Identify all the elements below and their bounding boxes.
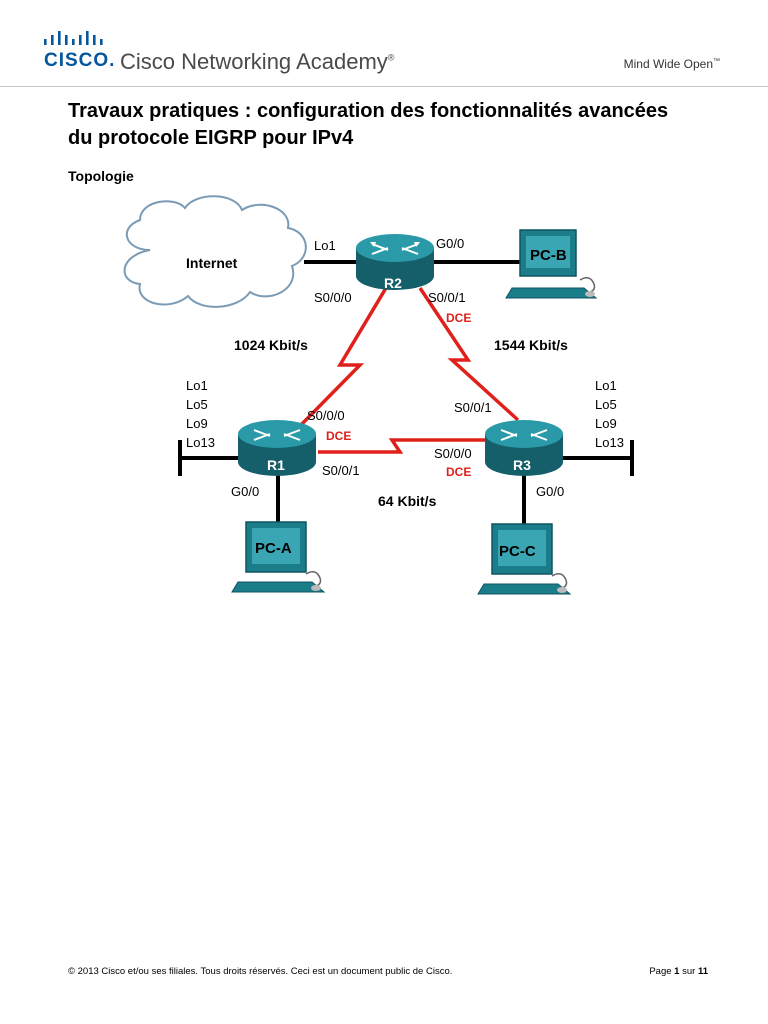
bw-r1-r3: 64 Kbit/s <box>378 493 437 509</box>
r1-g00-label: G0/0 <box>231 484 259 499</box>
r3-s000-label: S0/0/0 <box>434 446 472 461</box>
r3-dce-label: DCE <box>446 465 471 479</box>
r1-lo-3: Lo9 <box>186 416 208 431</box>
cloud-label: Internet <box>186 255 238 271</box>
router-r1-icon <box>238 420 316 476</box>
academy-name: Cisco Networking Academy® <box>120 49 394 75</box>
router-r2-icon <box>356 234 434 290</box>
r3-lo-4: Lo13 <box>595 435 624 450</box>
topology-diagram: Internet R2 R1 R3 PC-B <box>123 195 634 595</box>
r3-lo-1: Lo1 <box>595 378 617 393</box>
title-line-2: du protocole EIGRP pour IPv4 <box>68 127 354 149</box>
internet-cloud-icon <box>123 195 307 308</box>
footer-page-number: Page 1 sur 11 <box>649 966 708 977</box>
title-line-1: Travaux pratiques : configuration des fo… <box>68 100 669 122</box>
footer-copyright: © 2013 Cisco et/ou ses filiales. Tous dr… <box>68 966 453 977</box>
r3-g00-label: G0/0 <box>536 484 564 499</box>
r1-dce-label: DCE <box>326 429 351 443</box>
tagline-tm: ™ <box>713 58 720 65</box>
pc-a-label: PC-A <box>255 540 292 557</box>
page-word: Page <box>649 966 672 977</box>
pc-c-label: PC-C <box>499 543 536 560</box>
serial-r2-r3 <box>418 287 520 422</box>
header-divider <box>0 86 768 87</box>
r1-label: R1 <box>267 457 285 473</box>
r2-g00-label: G0/0 <box>436 236 464 251</box>
r1-lo-4: Lo13 <box>186 435 215 450</box>
page-of: sur <box>682 966 696 977</box>
cisco-wordmark: CISCO. <box>44 50 116 71</box>
r2-dce-label: DCE <box>446 311 471 325</box>
r2-s000-label: S0/0/0 <box>314 290 352 305</box>
pc-a-icon <box>231 521 326 593</box>
serial-r1-r3 <box>318 438 488 454</box>
bw-r1-r2: 1024 Kbit/s <box>234 337 308 353</box>
router-r3-icon <box>485 420 563 476</box>
r3-s001-label: S0/0/1 <box>454 400 492 415</box>
r3-lo-3: Lo9 <box>595 416 617 431</box>
cisco-logo-icon <box>44 31 103 45</box>
trademark-symbol: ® <box>387 52 395 63</box>
pc-c-icon <box>477 523 572 595</box>
serial-r1-r2 <box>294 287 388 432</box>
page-num: 1 <box>674 966 680 977</box>
page-title: Travaux pratiques : configuration des fo… <box>68 98 708 152</box>
page-header: CISCO. Cisco Networking Academy® Mind Wi… <box>0 0 768 90</box>
r3-lo-2: Lo5 <box>595 397 617 412</box>
bw-r2-r3: 1544 Kbit/s <box>494 337 568 353</box>
page-total: 11 <box>697 966 708 977</box>
r3-label: R3 <box>513 457 531 473</box>
pc-b-label: PC-B <box>530 247 567 264</box>
tagline: Mind Wide Open™ <box>624 57 720 71</box>
academy-label: Cisco Networking Academy <box>120 49 388 74</box>
r1-lo-2: Lo5 <box>186 397 208 412</box>
r2-s001-label: S0/0/1 <box>428 290 466 305</box>
pc-b-icon <box>505 229 598 299</box>
r2-lo1-label: Lo1 <box>314 238 336 253</box>
r1-lo-1: Lo1 <box>186 378 208 393</box>
tagline-text: Mind Wide Open <box>623 57 713 71</box>
r1-s001-label: S0/0/1 <box>322 463 360 478</box>
r1-s000-label: S0/0/0 <box>307 408 345 423</box>
section-heading: Topologie <box>68 168 134 184</box>
r2-label: R2 <box>384 275 402 291</box>
